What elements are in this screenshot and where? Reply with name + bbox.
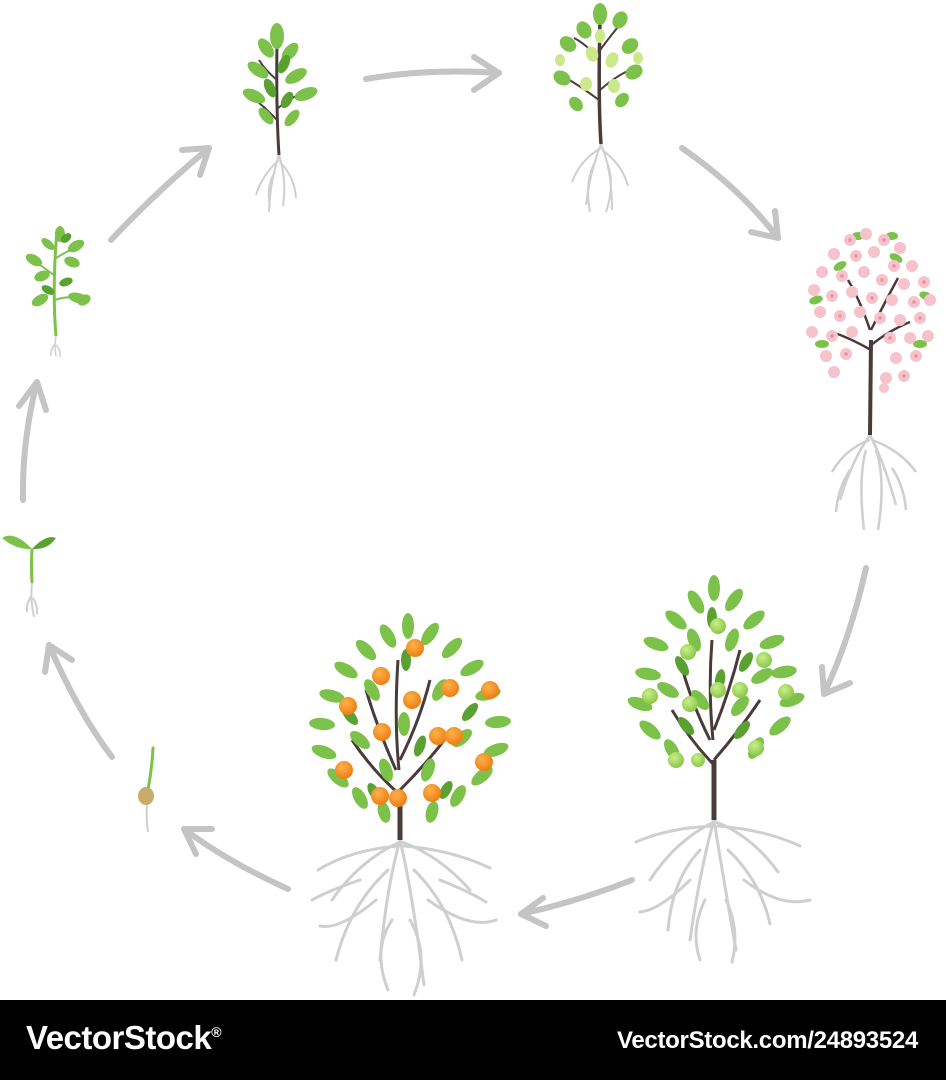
orange-fruit-tree-icon	[309, 613, 511, 997]
arrow-flowering-to-green-fruit	[819, 565, 869, 697]
vectorstock-logo: VectorStock®	[26, 1019, 222, 1057]
green-fruit-tree-icon	[627, 575, 812, 964]
arrow-sapling-to-young-tree	[363, 54, 502, 93]
germinating-seed-icon	[138, 746, 155, 833]
arrow-green-fruit-to-orange-fruit	[518, 877, 635, 929]
growth-cycle-diagram	[2, 3, 936, 997]
arrow-sprout-to-seedling	[16, 379, 49, 503]
flowering-tree-icon	[806, 228, 936, 531]
arrow-orange-fruit-to-seed	[181, 826, 291, 892]
brand-name: VectorStock	[26, 1019, 212, 1056]
arrow-seed-to-sprout	[42, 642, 115, 760]
trademark-symbol: ®	[211, 1024, 222, 1040]
unripe-fruits	[642, 618, 794, 768]
ripe-fruits	[335, 639, 499, 807]
young-tree-icon	[553, 3, 643, 213]
seedling-icon	[25, 226, 91, 358]
sapling-icon	[242, 23, 318, 213]
stock-image-id: VectorStock.com/24893524	[617, 1027, 918, 1054]
watermark-footer: VectorStock® VectorStock.com/24893524	[0, 1000, 946, 1080]
arrow-seedling-to-sapling	[108, 145, 212, 243]
sprout-icon	[2, 535, 56, 618]
arrow-young-tree-to-flowering	[679, 145, 781, 241]
